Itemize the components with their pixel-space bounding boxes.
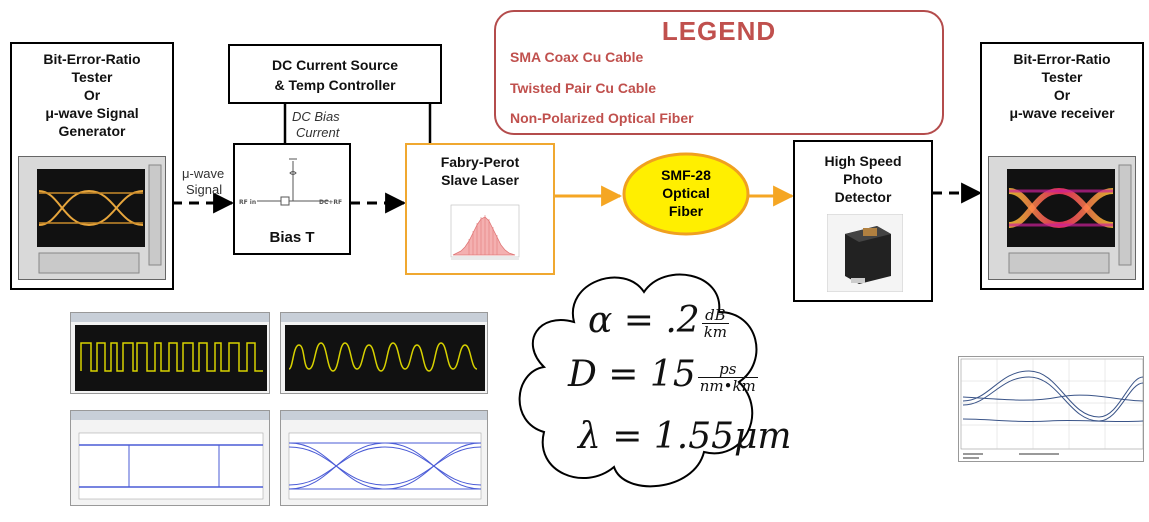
alpha-num: dB: [701, 307, 730, 324]
scope-thumbnail-icon: [958, 356, 1144, 462]
svg-text:RF in: RF in: [239, 199, 256, 206]
detector-line-1: High Speed: [824, 153, 902, 169]
dispersion-num: ps: [697, 361, 758, 378]
dc-source-block: DC Current Source & Temp Controller: [228, 44, 442, 104]
ber-rx-line-4: μ-wave receiver: [1009, 105, 1115, 121]
smf-fiber-text: SMF-28 Optical Fiber: [621, 166, 751, 220]
ber-rx-line-1: Bit-Error-Ratio: [1013, 51, 1111, 67]
signal-label-1: μ-wave: [182, 166, 225, 181]
spectrum-plot-icon: [450, 204, 520, 260]
smf-fiber-node: [622, 152, 750, 236]
dispersion-den: nm•km: [699, 376, 756, 395]
legend-box: LEGEND SMA Coax Cu Cable Twisted Pair Cu…: [494, 10, 944, 135]
equation-cloud: [518, 273, 758, 488]
bias-t-label: Bias T: [269, 229, 315, 246]
dc-source-line-1: DC Current Source: [271, 57, 399, 73]
waveform-thumbnail-2-icon: [280, 312, 488, 394]
ber-rx-line-2: Tester: [1041, 69, 1083, 85]
signal-label-2: Signal: [186, 182, 223, 197]
legend-item-twisted: Twisted Pair Cu Cable: [510, 80, 656, 96]
ber-tx-line-3: Or: [83, 87, 101, 103]
svg-text:DC+RF: DC+RF: [319, 199, 342, 206]
dc-bias-label-2: Current: [296, 125, 340, 140]
waveform-thumbnail-1-icon: [70, 312, 270, 394]
dc-source-line-2: & Temp Controller: [274, 77, 396, 93]
eye-diagram-screen-rx-icon: [988, 156, 1136, 280]
eye-thumbnail-2-icon: [280, 410, 488, 506]
smf-line-1: SMF-28: [661, 167, 711, 183]
legend-item-fiber: Non-Polarized Optical Fiber: [510, 110, 694, 126]
ber-tx-line-1: Bit-Error-Ratio: [43, 51, 141, 67]
ber-tx-line-2: Tester: [71, 69, 113, 85]
ber-tx-line-4: μ-wave Signal: [45, 105, 139, 121]
photodetector-block: High Speed Photo Detector: [793, 140, 933, 302]
dc-bias-label-1: DC Bias: [292, 109, 340, 124]
ber-rx-line-3: Or: [1053, 87, 1071, 103]
laser-block: Fabry-Perot Slave Laser: [405, 143, 555, 275]
smf-line-2: Optical: [662, 185, 710, 201]
eye-diagram-screen-icon: [18, 156, 166, 280]
laser-line-1: Fabry-Perot: [440, 154, 520, 170]
alpha-lhs: α = .2: [588, 300, 700, 341]
detector-line-3: Detector: [834, 189, 892, 205]
ber-tester-tx-block: Bit-Error-Ratio Tester Or μ-wave Signal …: [10, 42, 174, 290]
detector-line-2: Photo: [843, 171, 883, 187]
alpha-den: km: [703, 322, 728, 341]
laser-line-2: Slave Laser: [441, 172, 519, 188]
equation-wavelength: λ = 1.55μm: [578, 416, 792, 457]
ber-tx-line-5: Generator: [58, 123, 126, 139]
dispersion-lhs: D = 15: [568, 354, 696, 395]
photodetector-photo-icon: [827, 214, 903, 292]
legend-title: LEGEND: [661, 16, 777, 46]
ber-tester-rx-block: Bit-Error-Ratio Tester Or μ-wave receive…: [980, 42, 1144, 290]
bias-t-schematic-icon: RF in DC+RF: [239, 158, 342, 206]
legend-item-coax: SMA Coax Cu Cable: [510, 49, 644, 65]
eye-thumbnail-1-icon: [70, 410, 270, 506]
bias-t-block: RF in DC+RF Bias T: [233, 143, 351, 255]
smf-line-3: Fiber: [668, 203, 704, 219]
